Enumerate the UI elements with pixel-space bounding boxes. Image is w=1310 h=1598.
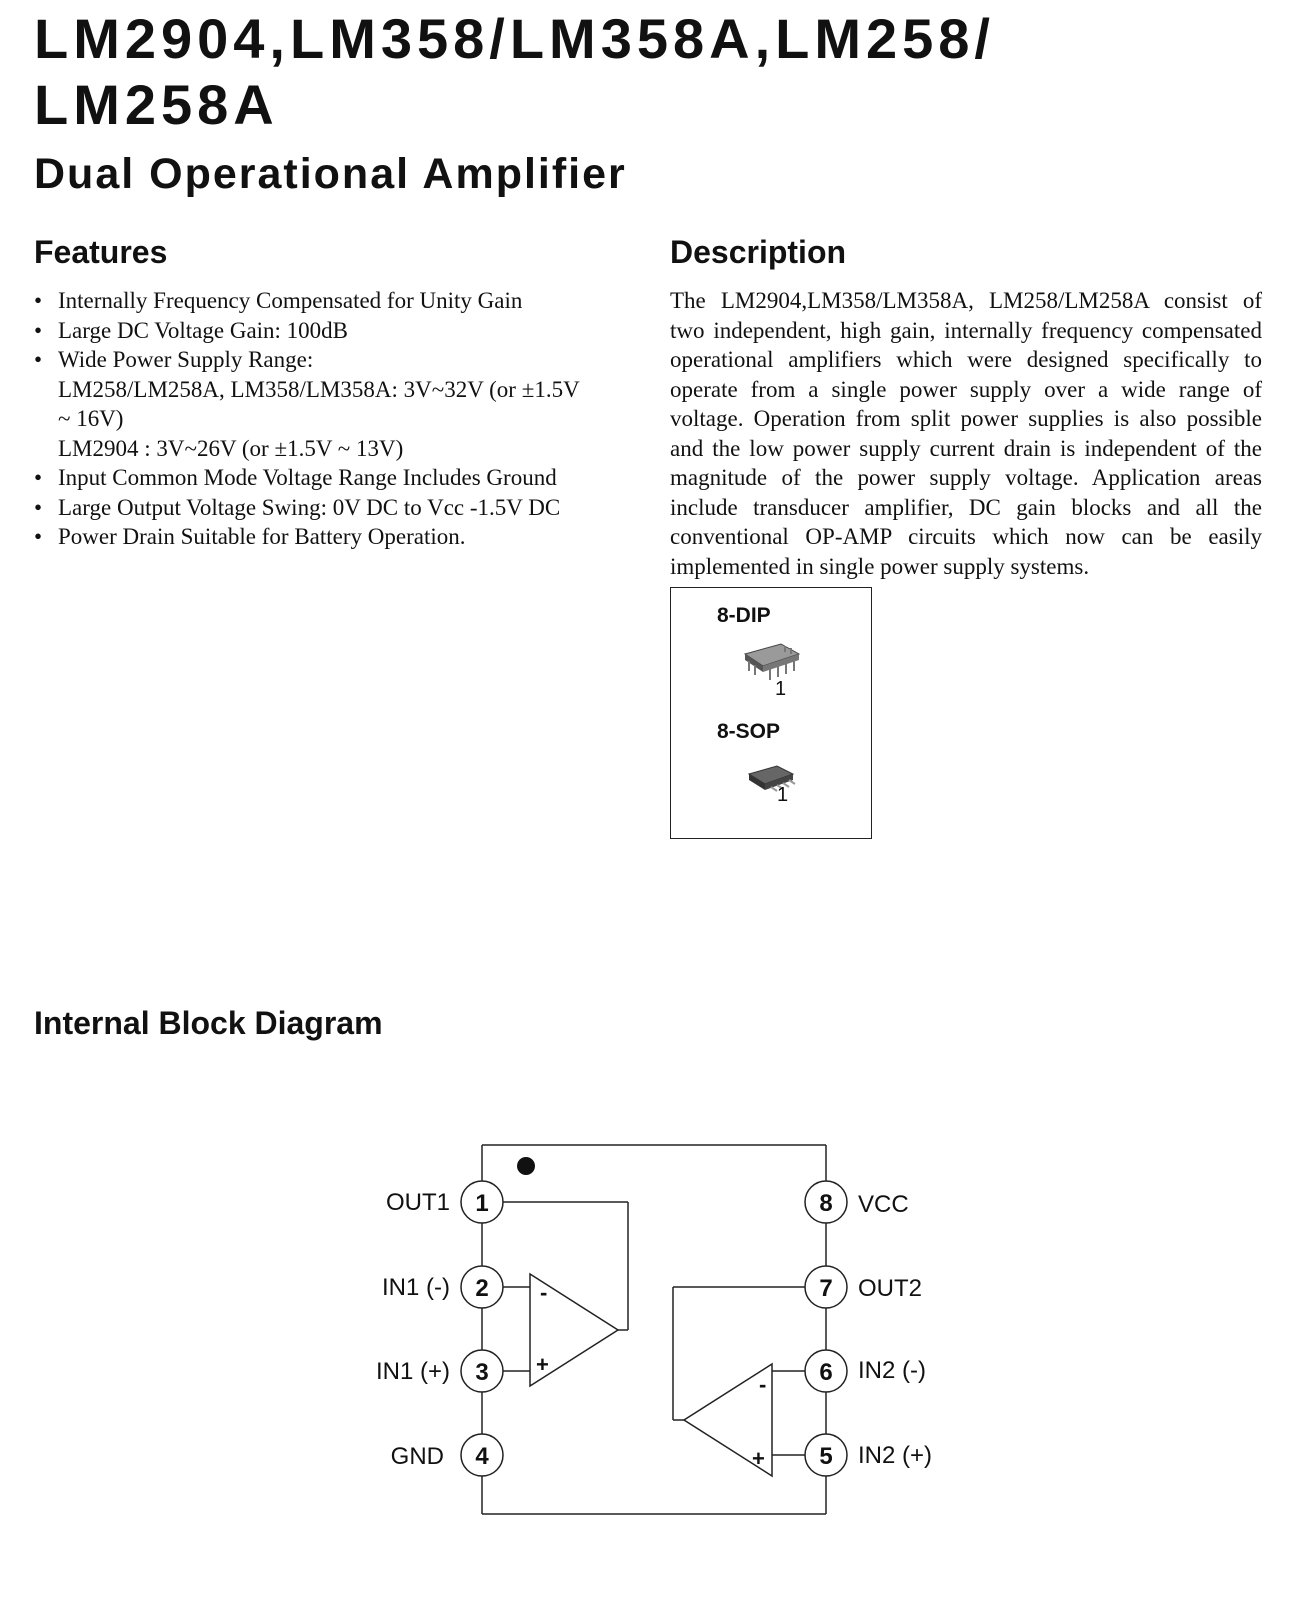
op-amp-2-minus: - [759,1372,766,1397]
pin-number-5: 5 [819,1443,832,1470]
page-title: LM2904,LM358/LM358A,LM258/ LM258A [34,6,1134,138]
sop-package-icon [747,765,796,792]
pin-label-out1: OUT1 [386,1189,450,1216]
pin-number-4: 4 [475,1443,489,1470]
pin-number-6: 6 [819,1359,832,1386]
description-heading: Description [670,234,847,270]
pin-number-7: 7 [819,1275,832,1302]
pin-number-3: 3 [475,1359,488,1386]
title-line-2: LM258A [34,73,279,136]
sop-pin1-mark: 1 [777,784,789,806]
pin-label-in2-minus: IN2 (-) [858,1357,926,1384]
pin-number-2: 2 [475,1275,488,1302]
pin-label-gnd: GND [391,1443,444,1470]
features-list: Internally Frequency Compensated for Uni… [34,286,634,552]
description-text: The LM2904,LM358/LM358A, LM258/LM258A co… [670,288,1262,579]
title-line-1: LM2904,LM358/LM358A,LM258/ [34,7,995,70]
op-amp-2-plus: + [752,1446,765,1471]
list-item: Internally Frequency Compensated for Uni… [34,286,634,316]
pin-circle-8 [804,1180,848,1224]
pin-number-1: 1 [475,1190,488,1217]
list-item: Power Drain Suitable for Battery Operati… [34,522,634,552]
block-diagram-heading: Internal Block Diagram [34,1005,383,1041]
list-item: Wide Power Supply Range: LM258/LM258A, L… [34,345,634,463]
pin-number-8: 8 [819,1190,832,1217]
sop-label: 8-SOP [717,720,781,743]
op-amp-1 [503,1201,629,1388]
pin1-dot-icon [517,1157,535,1175]
pin-label-in1-plus: IN1 (+) [376,1358,450,1385]
list-item: Input Common Mode Voltage Range Includes… [34,463,634,493]
package-outline [481,1144,827,1515]
supply-range-line: ~ 16V) [58,406,124,431]
pin-label-out2: OUT2 [858,1275,922,1302]
dip-package-icon [743,643,801,680]
list-item: Large Output Voltage Swing: 0V DC to Vcc… [34,493,634,523]
op-amp-1-plus: + [536,1352,549,1377]
list-item: Large DC Voltage Gain: 100dB [34,316,634,346]
op-amp-1-minus: - [540,1280,547,1305]
op-amp-2 [672,1286,805,1478]
pin-label-in2-plus: IN2 (+) [858,1442,932,1469]
pin-circle-4 [460,1433,504,1477]
package-box: 8-DIP 1 8-SOP 1 [670,587,872,839]
pin-label-vcc: VCC [858,1191,909,1218]
page-subtitle: Dual Operational Amplifier [34,150,627,198]
dip-pin1-mark: 1 [775,678,787,700]
dip-label: 8-DIP [717,604,771,627]
supply-range-line: LM258/LM258A, LM358/LM358A: 3V~32V (or ±… [58,376,580,402]
supply-range-line: LM2904 : 3V~26V (or ±1.5V ~ 13V) [58,435,404,461]
pin-label-in1-minus: IN1 (-) [382,1274,450,1301]
features-heading: Features [34,234,168,270]
